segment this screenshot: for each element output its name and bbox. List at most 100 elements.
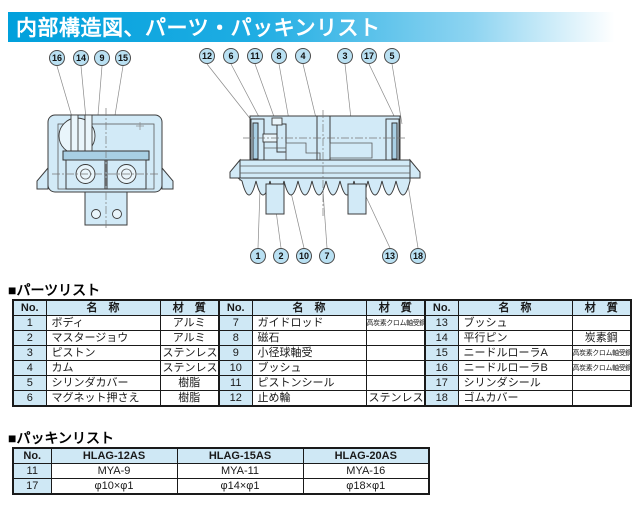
cell-material [571,390,632,407]
side-section-diagram: 12 6 11 8 4 3 17 5 1 2 10 7 [199,48,426,264]
cell-no: 15 [424,345,459,361]
callout: 17 [361,48,377,64]
col-header-model: HLAG-15AS [176,447,304,464]
cell-name: シリンダシール [457,375,573,391]
callout: 2 [273,248,289,264]
callout: 6 [223,48,239,64]
cell-no: 8 [218,330,253,346]
table-row: 6 マグネット押さえ 樹脂 12 止め輪 ステンレス 18 ゴムカバー [12,390,632,407]
cell-name: ブッシュ [457,315,573,331]
table-row: 17 φ10×φ1 φ14×φ1 φ18×φ1 [12,478,430,495]
svg-text:4: 4 [300,51,305,61]
parts-table-header-row: No. 名 称 材 質 No. 名 称 材 質 No. 名 称 材 質 [12,299,632,316]
col-header-no: No. [12,299,47,316]
cell-no: 12 [218,390,253,407]
packing-table-header-row: No. HLAG-12AS HLAG-15AS HLAG-20AS [12,447,430,464]
cell-no: 3 [12,345,47,361]
svg-text:10: 10 [299,251,309,261]
cell-name: シリンダカバー [45,375,161,391]
callout: 4 [295,48,311,64]
cell-name: マグネット押さえ [45,390,161,407]
cell-name: カム [45,360,161,376]
table-row: 11 MYA-9 MYA-11 MYA-16 [12,463,430,479]
col-header-model: HLAG-20AS [302,447,430,464]
cell-material: 高炭素クロム軸受鋼 [571,345,632,361]
cell-no: 7 [218,315,253,331]
cell-name: ニードルローラB [457,360,573,376]
table-row: 1 ボディ アルミ 7 ガイドロッド 高炭素クロム軸受鋼 13 ブッシュ [12,315,632,331]
cell-name: 磁石 [251,330,367,346]
cell-material: 炭素鋼 [571,330,632,346]
cell-name: ニードルローラA [457,345,573,361]
callout: 3 [337,48,353,64]
svg-text:9: 9 [99,53,104,63]
callout: 8 [271,48,287,64]
callout: 13 [382,248,398,264]
cell-material: ステンレス [159,345,220,361]
cell-no: 17 [12,478,52,495]
cell-value: MYA-16 [302,463,430,479]
col-header-material: 材 質 [159,299,220,316]
cell-no: 10 [218,360,253,376]
callout: 7 [319,248,335,264]
table-row: 3 ピストン ステンレス 9 小径球軸受 15 ニードルローラA 高炭素クロム軸… [12,345,632,361]
cell-name: マスタージョウ [45,330,161,346]
cell-material: 樹脂 [159,390,220,407]
callout: 18 [410,248,426,264]
col-header-name: 名 称 [45,299,161,316]
cell-no: 18 [424,390,459,407]
svg-text:12: 12 [202,51,212,61]
cell-name: ブッシュ [251,360,367,376]
cell-name: ゴムカバー [457,390,573,407]
svg-text:16: 16 [52,53,62,63]
cell-value: φ14×φ1 [176,478,304,495]
cell-material [365,375,426,391]
side-section-body [229,110,421,218]
col-header-no: No. [12,447,52,464]
table-row: 2 マスタージョウ アルミ 8 磁石 14 平行ピン 炭素鋼 [12,330,632,346]
packing-list-table: No. HLAG-12AS HLAG-15AS HLAG-20AS 11 MYA… [12,447,430,495]
cell-name: ボディ [45,315,161,331]
parts-list-heading: ■パーツリスト [8,282,101,298]
cell-value: MYA-9 [50,463,178,479]
cell-no: 11 [218,375,253,391]
cell-material [365,345,426,361]
cell-name: 平行ピン [457,330,573,346]
callout: 12 [199,48,215,64]
callout: 5 [384,48,400,64]
cell-no: 14 [424,330,459,346]
cell-no: 4 [12,360,47,376]
cell-material: 高炭素クロム軸受鋼 [571,360,632,376]
callout: 1 [250,248,266,264]
side-section-callouts: 12 6 11 8 4 3 17 5 1 2 10 7 [199,48,426,264]
table-row: 5 シリンダカバー 樹脂 11 ピストンシール 17 シリンダシール [12,375,632,391]
cell-value: φ18×φ1 [302,478,430,495]
svg-text:15: 15 [118,53,128,63]
callout: 11 [247,48,263,64]
cell-no: 13 [424,315,459,331]
cell-material [571,315,632,331]
page-title: 内部構造図、パーツ・パッキンリスト [16,17,381,40]
cell-material: 樹脂 [159,375,220,391]
cell-no: 6 [12,390,47,407]
structure-diagram: 16 1 4 9 15 [36,48,426,264]
cell-no: 5 [12,375,47,391]
svg-text:6: 6 [228,51,233,61]
title-bar: 内部構造図、パーツ・パッキンリスト [8,12,627,42]
packing-list-heading: ■パッキンリスト [8,430,115,446]
callout: 10 [296,248,312,264]
cell-material: 高炭素クロム軸受鋼 [365,315,426,331]
cell-no: 2 [12,330,47,346]
cell-name: 止め輪 [251,390,367,407]
cell-material [365,330,426,346]
col-header-model: HLAG-12AS [50,447,178,464]
svg-text:8: 8 [276,51,281,61]
cell-no: 17 [424,375,459,391]
col-header-name: 名 称 [251,299,367,316]
svg-text:11: 11 [250,51,260,61]
cell-no: 9 [218,345,253,361]
svg-text:7: 7 [324,251,329,261]
parts-list-table: No. 名 称 材 質 No. 名 称 材 質 No. 名 称 材 質 1 ボデ… [12,299,632,407]
cell-name: ピストン [45,345,161,361]
